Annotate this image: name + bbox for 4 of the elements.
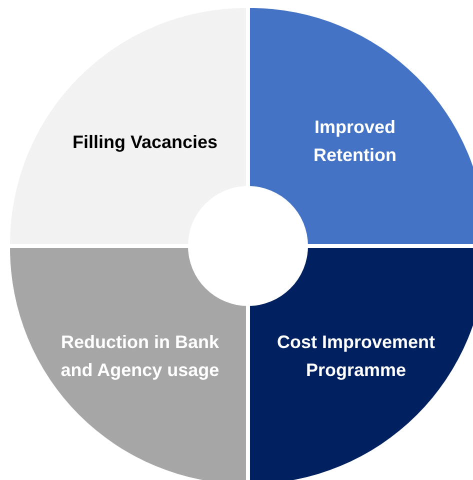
segment-label: Filling Vacancies: [71, 131, 219, 154]
segment-label: Cost Improvement Programme: [276, 331, 436, 382]
segment-label: Reduction in Bank and Agency usage: [60, 331, 220, 382]
segment-label: Improved Retention: [312, 116, 398, 167]
